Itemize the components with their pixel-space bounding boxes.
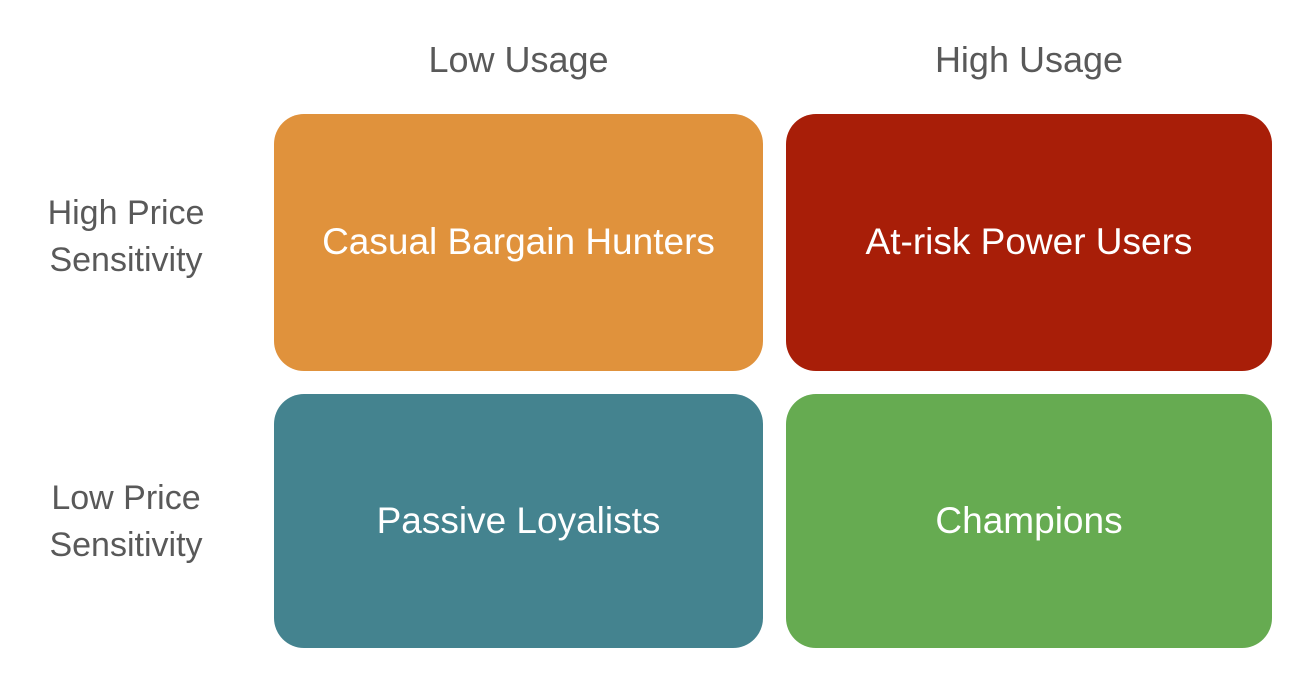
quadrant-champions[interactable]: Champions: [786, 394, 1272, 648]
row-header-low-price-line2: Sensitivity: [49, 526, 203, 564]
quadrant-label-casual-bargain-hunters: Casual Bargain Hunters: [322, 221, 715, 263]
quadrant-label-champions: Champions: [935, 499, 1123, 541]
column-header-low-usage: Low Usage: [428, 39, 609, 80]
column-header-high-usage: High Usage: [934, 39, 1124, 80]
quadrant-label-passive-loyalists: Passive Loyalists: [376, 499, 661, 541]
row-header-low-price-line1: Low Price: [51, 479, 201, 517]
quadrant-casual-bargain-hunters[interactable]: Casual Bargain Hunters: [274, 114, 763, 371]
row-header-high-price-sensitivity: High Price Sensitivity: [0, 190, 252, 284]
row-header-low-price-sensitivity: Low Price Sensitivity: [0, 475, 252, 569]
row-header-high-price-line2: Sensitivity: [49, 241, 203, 279]
row-header-high-price-line1: High Price: [47, 194, 205, 232]
quadrant-label-at-risk-power-users: At-risk Power Users: [865, 221, 1193, 263]
quadrant-passive-loyalists[interactable]: Passive Loyalists: [274, 394, 763, 648]
quadrant-at-risk-power-users[interactable]: At-risk Power Users: [786, 114, 1272, 371]
